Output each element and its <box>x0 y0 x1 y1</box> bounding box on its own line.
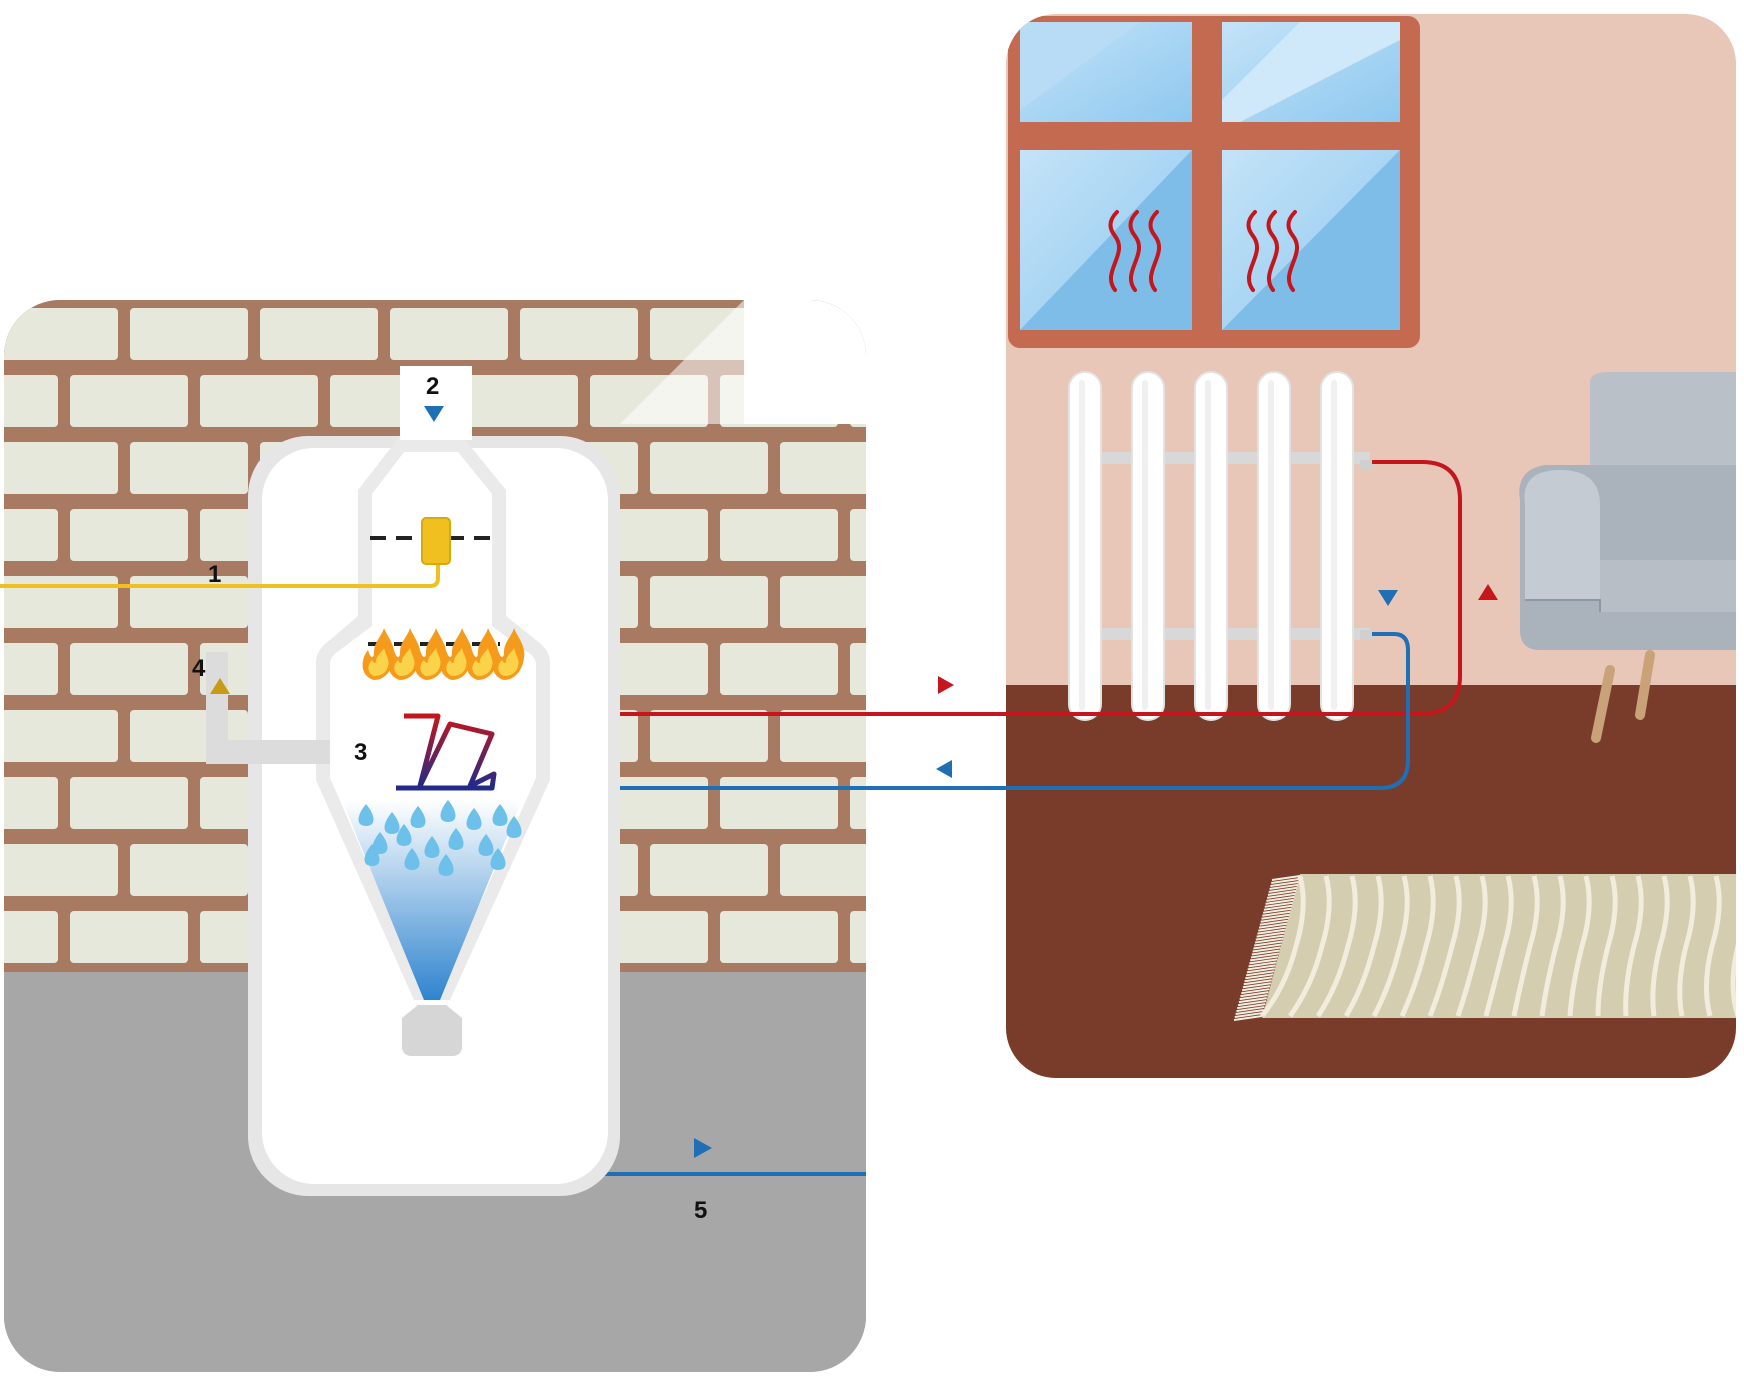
heat-exchanger-coil <box>396 713 497 791</box>
room-panel <box>1006 14 1736 1078</box>
water-droplet-icon <box>358 800 522 876</box>
hot-flow-arrow <box>938 676 954 694</box>
cold-water-pipe <box>394 632 1410 790</box>
label-flue-outlet: 4 <box>192 655 206 682</box>
cold-flow-arrow <box>936 760 952 778</box>
gas-pipe <box>0 548 440 588</box>
armchair-icon <box>1519 372 1736 743</box>
window-icon <box>1008 16 1420 348</box>
return-down-arrow <box>1378 590 1398 606</box>
label-condensate-drain: 5 <box>694 1197 707 1224</box>
rug-icon <box>1233 874 1736 1021</box>
flow-arrows <box>210 406 1498 1158</box>
radiator-icon <box>1068 371 1374 721</box>
hot-water-pipe <box>400 460 1462 716</box>
air-inlet-arrow <box>424 406 444 422</box>
flue-outlet-arrow <box>210 678 230 694</box>
condensing-boiler-icon <box>206 366 620 1196</box>
gas-valve <box>421 517 451 565</box>
supply-up-arrow <box>1478 584 1498 600</box>
drain-flow-arrow <box>694 1138 712 1158</box>
label-air-inlet: 2 <box>426 373 439 400</box>
callout-labels: 1 2 3 4 5 <box>192 373 707 1224</box>
label-heat-exchanger: 3 <box>354 739 367 766</box>
heat-wave-icon <box>1108 210 1300 292</box>
flame-icon <box>362 628 525 680</box>
label-gas-inlet: 1 <box>208 561 221 588</box>
